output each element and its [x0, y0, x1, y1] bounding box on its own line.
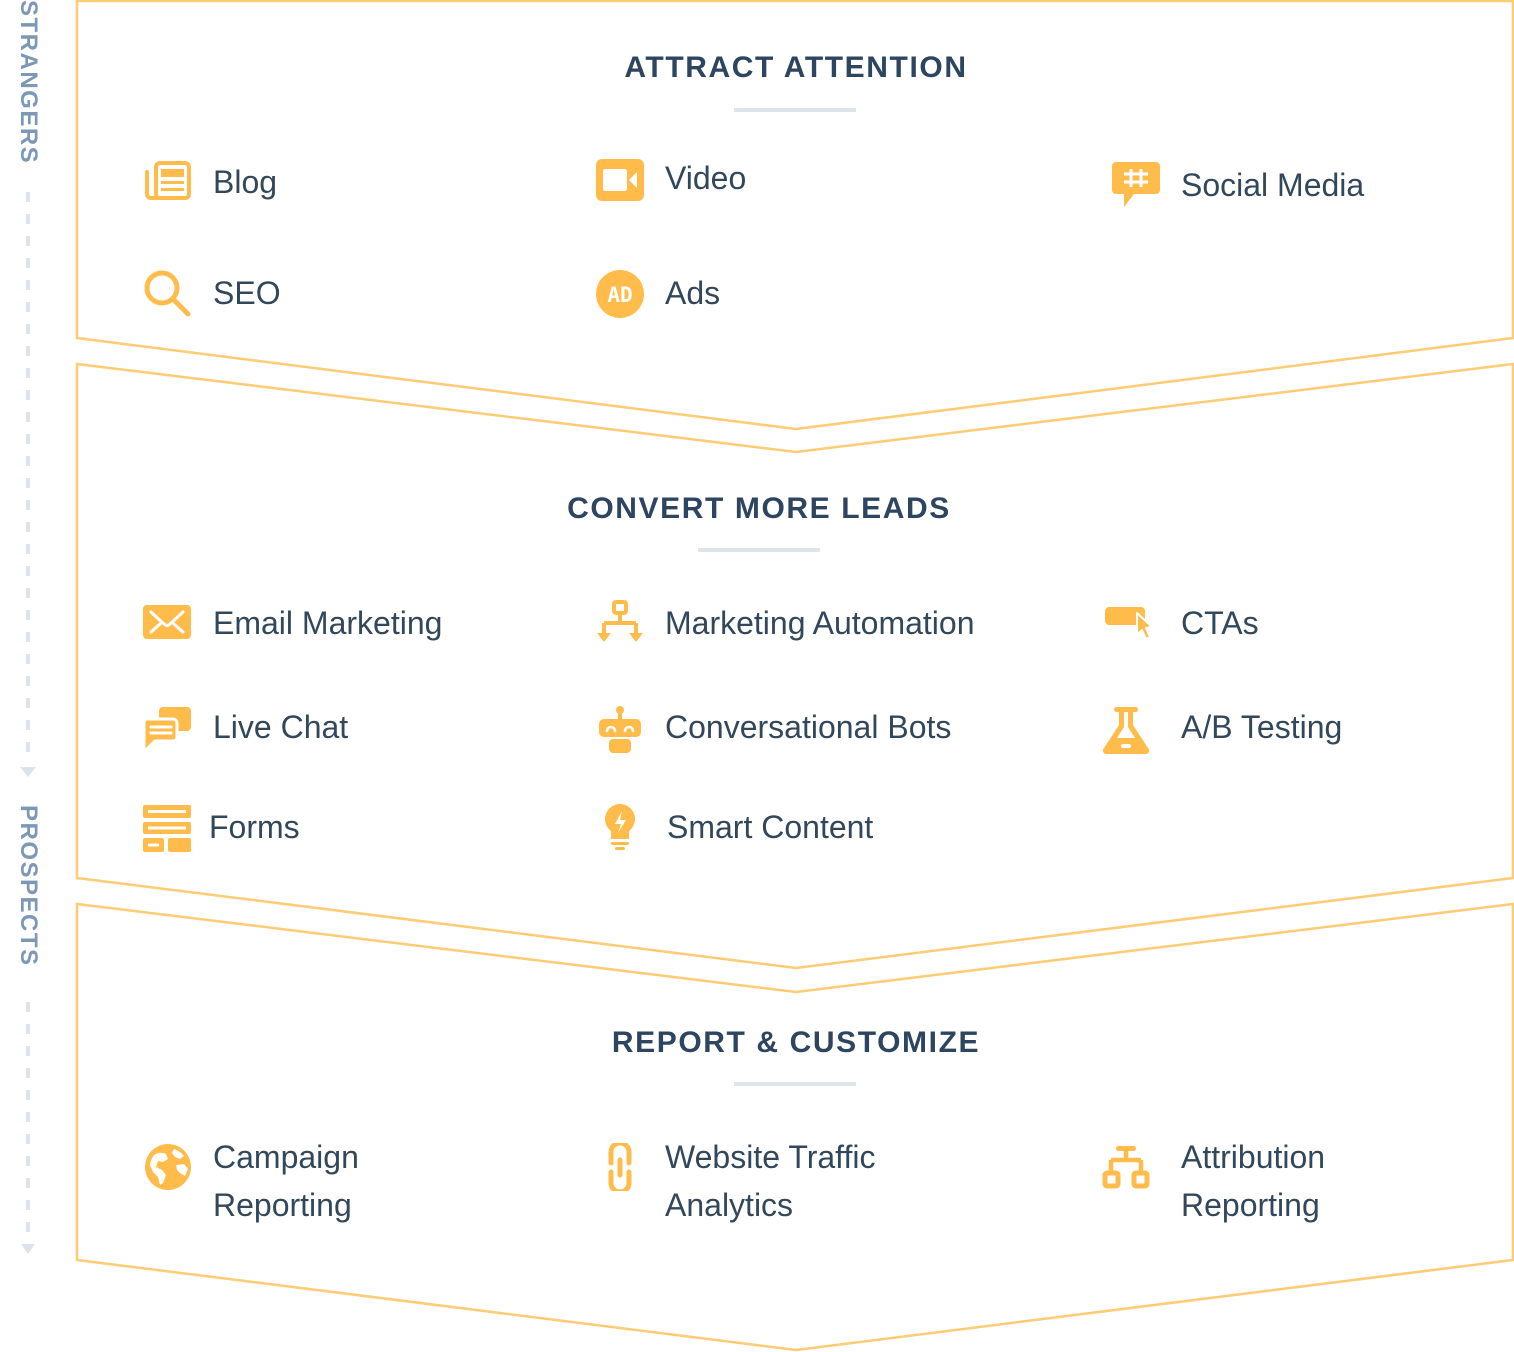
item-label: Campaign Reporting [213, 1139, 359, 1223]
item-label: Conversational Bots [665, 709, 952, 745]
cta-button-icon [1104, 599, 1152, 647]
chat-bubbles-icon [143, 705, 191, 753]
section-divider [734, 108, 856, 112]
section-divider [698, 548, 820, 552]
stage-arrow-down-icon [21, 1244, 35, 1254]
lightbulb-icon [596, 803, 644, 851]
item-label: Video [665, 160, 747, 196]
section-divider [734, 1082, 856, 1086]
svg-text:AD: AD [607, 283, 632, 307]
magnifier-icon [143, 269, 191, 317]
form-icon [143, 804, 191, 852]
item-label: Email Marketing [213, 605, 443, 641]
item-label: Blog [213, 164, 278, 200]
link-icon [596, 1143, 644, 1191]
stage-label-prospects: PROSPECTS [15, 805, 42, 967]
item-label: Attribution Reporting [1181, 1139, 1326, 1223]
section-title: REPORT & CUSTOMIZE [611, 1026, 981, 1059]
section-title: CONVERT MORE LEADS [567, 492, 951, 525]
workflow-icon [596, 599, 644, 647]
item-label: Smart Content [667, 809, 874, 845]
item-label: Website Traffic Analytics [665, 1139, 876, 1223]
item-label: SEO [213, 275, 281, 311]
video-camera-icon [596, 156, 644, 204]
item-label: Social Media [1181, 167, 1365, 203]
envelope-icon [143, 598, 191, 646]
item-label: CTAs [1181, 605, 1259, 641]
panel-report-outline [75, 902, 1514, 1352]
panel-convert-outline [75, 362, 1514, 970]
hierarchy-icon [1102, 1144, 1150, 1192]
stage-label-strangers: STRANGERS [15, 0, 42, 165]
item-label: Marketing Automation [665, 605, 975, 641]
ad-badge-icon: AD [596, 270, 644, 318]
item-label: Ads [665, 275, 721, 311]
stage-arrow-down-icon [20, 767, 36, 777]
item-label: Live Chat [213, 709, 349, 745]
panel-attract-outline [75, 0, 1514, 431]
flask-icon [1102, 706, 1150, 754]
section-title: ATTRACT ATTENTION [624, 51, 968, 84]
newspaper-icon [143, 158, 191, 206]
globe-icon [144, 1143, 192, 1191]
hashtag-bubble-icon [1112, 161, 1160, 209]
item-label: A/B Testing [1181, 709, 1343, 745]
item-label: Forms [209, 809, 300, 845]
robot-icon [596, 705, 644, 753]
